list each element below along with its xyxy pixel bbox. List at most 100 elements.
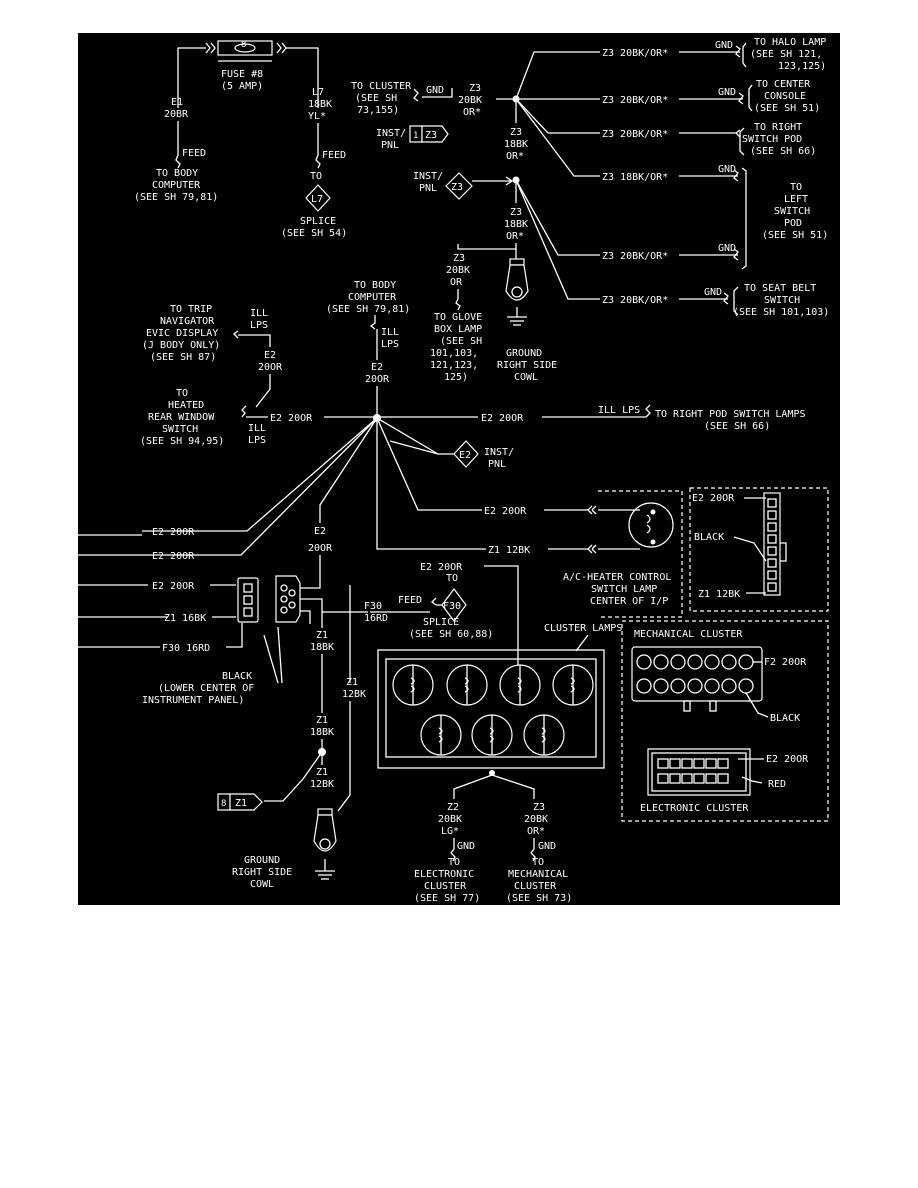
left-pod-2: LEFT: [784, 194, 808, 205]
w1-to-2: (SEE SH 121,: [750, 49, 822, 60]
right-pod-ill: ILL LPS: [598, 405, 640, 416]
l7-badge-text: L7: [311, 194, 323, 205]
ac-box-e2: E2 20OR: [692, 493, 735, 504]
z1-12bk-code: Z1: [346, 677, 358, 688]
ac-wire-1: E2 20OR: [484, 506, 527, 517]
left-pod-1: TO: [790, 182, 802, 193]
z3-glove-l3: OR: [450, 277, 463, 288]
wiring-diagram: 8 FUSE #8 (5 AMP) E1 20BR FEED TO BODY C…: [78, 37, 829, 904]
z1-badge-pin: 8: [221, 799, 226, 809]
glove-box-6: 125): [444, 372, 468, 383]
trip-nav-1: TO TRIP: [170, 304, 212, 315]
to-cluster-1: TO CLUSTER: [351, 81, 412, 92]
connector-note-1: BLACK: [222, 671, 252, 682]
w1-gnd: GND: [715, 40, 733, 51]
ac-wire-2: Z1 12BK: [488, 545, 530, 556]
e1-to-3: (SEE SH 79,81): [134, 192, 218, 203]
ground-1-l1: GROUND: [506, 348, 542, 359]
to-elec-1: TO: [448, 857, 460, 868]
w1-to-3: 123,125): [778, 61, 826, 72]
right-pod-wire: E2 20OR: [481, 413, 524, 424]
trip-nav-3: EVIC DISPLAY: [146, 328, 218, 339]
z3-mid-l3: OR*: [506, 151, 524, 162]
body-comp-2-2: COMPUTER: [348, 292, 397, 303]
lamp-4: [552, 664, 594, 706]
left-pod-5: (SEE SH 51): [762, 230, 828, 241]
f30-splice-label: SPLICE: [423, 617, 459, 628]
ac-caption-1: A/C-HEATER CONTROL: [563, 572, 671, 583]
w2-to-3: (SEE SH 51): [754, 103, 820, 114]
inst-pnl-1-badge-text: Z3: [425, 130, 437, 141]
body-comp-2-lps: LPS: [381, 339, 399, 350]
cluster-feed-wire2: F30: [364, 601, 382, 612]
to-mech-4: (SEE SH 73): [506, 893, 572, 904]
rear-window-ill: ILL: [248, 423, 266, 434]
left-wire-a: E2 20OR: [152, 527, 195, 538]
z3-low-l1: Z3: [510, 207, 522, 218]
rear-window-5: (SEE SH 94,95): [140, 436, 224, 447]
w2-gnd: GND: [718, 87, 736, 98]
to-elec-4: (SEE SH 77): [414, 893, 480, 904]
cluster-feed-feed: FEED: [398, 595, 422, 606]
inline-connector: BLACK (LOWER CENTER OF INSTRUMENT PANEL): [142, 575, 323, 706]
body-comp-2-1: TO BODY: [354, 280, 396, 291]
inst-pnl-3-badge: [453, 440, 479, 468]
w4-gnd: GND: [718, 164, 736, 175]
z3-mid-l1: Z3: [510, 127, 522, 138]
w3-to-3: (SEE SH 66): [750, 146, 816, 157]
w6-to-3: (SEE SH 101,103): [733, 307, 829, 318]
glove-box-5: 121,123,: [430, 360, 478, 371]
to-mech-gauge: 20BK: [524, 814, 548, 825]
z3-right-destinations: Z3 20BK/OR* GND TO HALO LAMP (SEE SH 121…: [602, 37, 829, 318]
ac-heater-control: E2 20OR BLACK Z1 12BK A/C-HEATER CONTROL…: [563, 487, 829, 618]
z1-12bk-b-code: Z1: [316, 767, 328, 778]
l7-to: TO: [310, 171, 322, 182]
z3-top-l3: OR*: [463, 107, 481, 118]
glove-box-3: (SEE SH: [440, 336, 482, 347]
cluster-connectors: MECHANICAL CLUSTER F2 20OR BLACK E2 20OR…: [621, 620, 829, 822]
mechanical-title: MECHANICAL CLUSTER: [634, 629, 743, 640]
z3-mid-l2: 18BK: [504, 139, 528, 150]
z3-low-l2: 18BK: [504, 219, 528, 230]
ground-2-l3: COWL: [250, 879, 274, 890]
l7-splice-badge: [305, 184, 331, 212]
rear-window-3: REAR WINDOW: [148, 412, 215, 423]
z1-18bk-color: 18BK: [310, 642, 334, 653]
inst-pnl-1-badge: [421, 125, 449, 143]
body-comp-2-code: E2: [371, 362, 383, 373]
body-comp-2-ill: ILL: [381, 327, 399, 338]
mechanical-black: BLACK: [770, 713, 800, 724]
center-e2-code: E2: [314, 526, 326, 537]
to-elec-gauge: 20BK: [438, 814, 462, 825]
electronic-e2: E2 20OR: [766, 754, 809, 765]
z1-18bk-b-color: 18BK: [310, 727, 334, 738]
glove-box-lamp: [505, 258, 529, 326]
f30-splice-badge: [441, 588, 467, 622]
lamp-7: [523, 714, 565, 756]
z1-18bk-b-code: Z1: [316, 715, 328, 726]
mechanical-f2: F2 20OR: [764, 657, 807, 668]
z3-ground-tree: TO CLUSTER (SEE SH 73,155) GND Z3 20BK O…: [351, 51, 600, 383]
wiring-diagram-panel: 8 FUSE #8 (5 AMP) E1 20BR FEED TO BODY C…: [78, 33, 840, 905]
inst-pnl-1-l2: PNL: [381, 140, 399, 151]
to-mech-3: CLUSTER: [514, 881, 557, 892]
w3-label: Z3 20BK/OR*: [602, 129, 668, 140]
e1-to-2: COMPUTER: [152, 180, 201, 191]
ground-lamp-2: [313, 808, 337, 880]
lamp-2: [446, 664, 488, 706]
to-mech-gnd: GND: [538, 841, 556, 852]
to-elec-gnd: GND: [457, 841, 475, 852]
inst-pnl-2-badge-text: Z3: [451, 182, 463, 193]
e1-feed: E1 20BR FEED TO BODY COMPUTER (SEE SH 79…: [134, 97, 218, 203]
w2-label: Z3 20BK/OR*: [602, 95, 668, 106]
ac-caption-3: CENTER OF I/P: [590, 596, 668, 607]
w3-to-2: SWITCH POD: [742, 134, 802, 145]
to-cluster-gnd: GND: [426, 85, 444, 96]
left-wire-d: Z1 16BK: [164, 613, 206, 624]
inst-pnl-1-pin: 1: [413, 131, 418, 141]
trip-nav-5: (SEE SH 87): [150, 352, 216, 363]
trip-nav-ill: ILL: [250, 308, 268, 319]
inst-pnl-3-l2: PNL: [488, 459, 506, 470]
lamp-5: [420, 714, 462, 756]
rear-window-4: SWITCH: [162, 424, 198, 435]
